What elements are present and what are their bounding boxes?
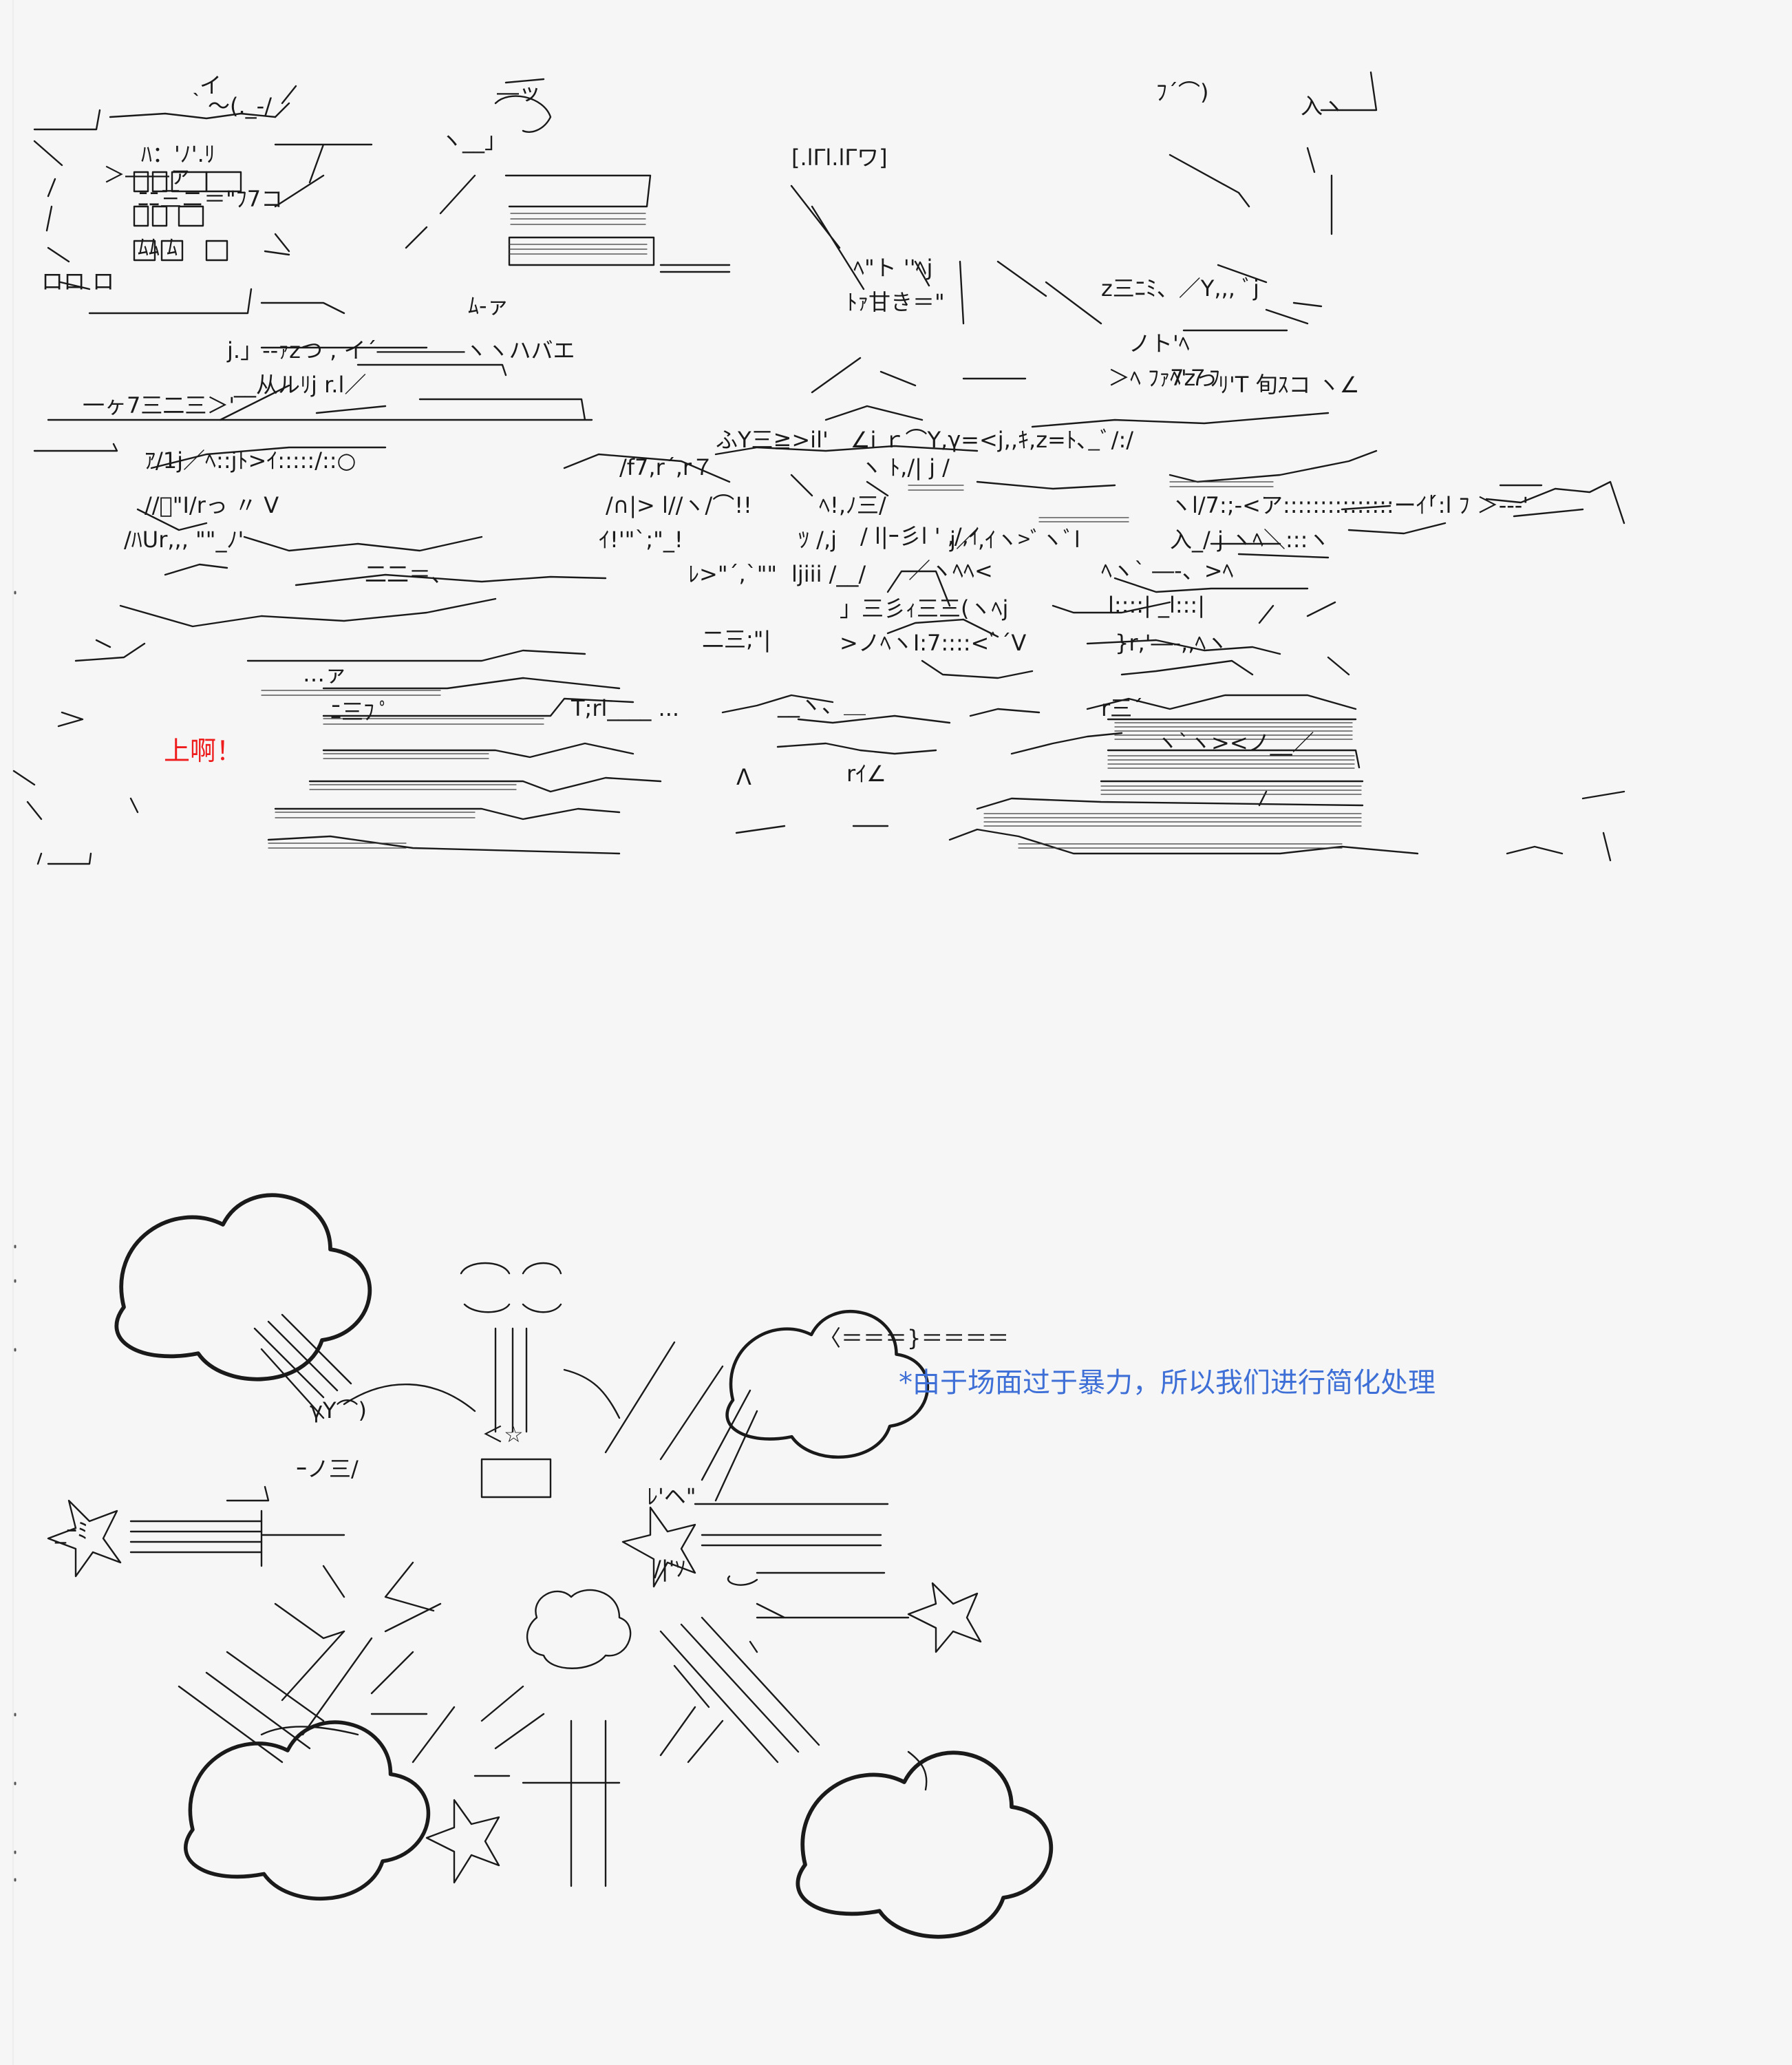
art-glyph-fragment: ﾍ"ト ''ﾍj xyxy=(853,255,932,281)
art-glyph-fragment: 二二＝、 xyxy=(365,561,453,587)
art-glyph-fragment: ﾑ-ァ xyxy=(468,293,509,319)
art-glyph-fragment: ＜☆ xyxy=(482,1421,524,1448)
art-glyph-fragment: ｰノ三/ xyxy=(296,1456,359,1482)
fight-glyphs: ｰノ三/ 〈＝＝＝}＝＝＝＝ γY⌒) ＜☆ ﾚ'ヘ" _ｰﾐ /|'ｿ xyxy=(54,1325,1009,1582)
crowd-lines xyxy=(12,78,731,865)
art-glyph-fragment: /|'ｿ xyxy=(654,1556,685,1582)
cloud-bottom-left xyxy=(186,1722,429,1898)
art-glyph-fragment: Λ xyxy=(736,764,751,790)
art-glyph-fragment: rｲ∠ xyxy=(846,761,886,787)
art-glyph-fragment: T;rl____ ... xyxy=(570,695,679,721)
crowd-scene: イ｀～(._-/ ―ッ ﾌ´⌒) 入ヽヽ__」 ＞――ァﾊ：'ﾉ'.ﾘ [.lΓl.lΓワ… xyxy=(12,71,1625,865)
art-glyph-fragment: //ﾞ"I/rっ 〃 V xyxy=(145,492,279,518)
art-glyph-fragment: ノト'ﾍ xyxy=(1129,330,1190,357)
cloud-top-left xyxy=(116,1195,370,1379)
art-glyph-fragment: イ xyxy=(200,72,222,98)
simplification-note: *由于场面过于暴力，所以我们进行简化处理 xyxy=(899,1367,1436,1399)
art-glyph-fragment: [.lΓl.lΓワ] xyxy=(791,145,888,171)
speed-lines-ul xyxy=(253,1313,352,1419)
art-glyph-fragment: l::::| _l:::| xyxy=(1108,592,1205,618)
art-glyph-fragment: / l|ｰ彡l ' ,/,ｲ xyxy=(860,523,980,549)
crowd-glyphs: イ｀～(._-/ ―ッ ﾌ´⌒) 入ヽヽ__」 ＞――ァﾊ：'ﾉ'.ﾘ [.lΓl.lΓワ… xyxy=(41,72,1528,790)
art-glyph-fragment: /∩|> l//ヽ/⌒!! xyxy=(606,492,752,518)
art-glyph-fragment: /ﾊUr,,, ""_ﾉ' xyxy=(124,527,244,553)
art-glyph-fragment: ﾍヽ` ―-、>ﾍ xyxy=(1101,558,1234,584)
art-glyph-fragment: ﾑﾑ ﾑ xyxy=(138,234,178,260)
art-glyph-fragment: ヽ`ヽ><ノ__／ xyxy=(1156,730,1314,756)
art-glyph-fragment: ﾘ'T 旬ｽコ ヽ∠ xyxy=(1218,372,1359,398)
star-right-1 xyxy=(621,1503,889,1588)
art-glyph-fragment: }r,'―-,,ﾍヽ xyxy=(1115,630,1228,656)
art-glyph-fragment: ヽ__」 xyxy=(440,127,506,153)
art-glyph-fragment: ﾂ /,j xyxy=(798,527,837,553)
speed-lines-ur xyxy=(604,1341,758,1502)
art-glyph-fragment: ｲ!'"`;"_! xyxy=(599,527,683,553)
art-glyph-fragment: ﾍ!,ﾉ三/ xyxy=(819,492,886,518)
art-glyph-fragment: ヽl/7:;-<ア:::::::::::::::ーｲ´:l ﾌ ＞--‐' xyxy=(1170,492,1528,518)
star-right-2 xyxy=(756,1582,982,1653)
shout-caption: 上啊！ xyxy=(164,736,243,766)
left-building xyxy=(33,85,373,315)
art-glyph-fragment: ﾄｧ甘き＝" xyxy=(846,289,945,315)
art-glyph-fragment: ＞ﾍ ﾌｧ7zっ xyxy=(1108,365,1217,391)
art-glyph-fragment: ﾊ：'ﾉ'.ﾘ xyxy=(141,141,215,167)
art-glyph-fragment: …ァ xyxy=(303,661,347,687)
crowd-shading xyxy=(261,213,1362,849)
art-glyph-fragment: 〈＝＝＝}＝＝＝＝ xyxy=(819,1325,1009,1351)
star-bottom xyxy=(425,1799,500,1884)
art-glyph-fragment: γY⌒) xyxy=(310,1397,367,1423)
art-glyph-fragment: ｀～(._-/ xyxy=(186,92,272,119)
cloud-bottom-right xyxy=(798,1752,1051,1936)
art-glyph-fragment: r三´ xyxy=(1101,695,1143,721)
art-glyph-fragment: j／,ｲヽ>ﾞヽﾞl xyxy=(949,527,1080,553)
art-glyph-fragment: ﾚ'ヘ" xyxy=(647,1483,696,1510)
art-glyph-fragment: ふY三≧>il' ∠i ｒ⌒Y,γ=<j,,ｷ,z=ﾄ､_ﾞ/:/ xyxy=(716,427,1133,453)
art-glyph-fragment: 」三彡ｨ三三(ヽﾍj xyxy=(840,595,1008,622)
art-glyph-fragment: ロロ ロ xyxy=(41,268,114,295)
right-crowd-lines xyxy=(714,71,1625,862)
art-glyph-fragment: __ヽ、＿ xyxy=(777,692,866,718)
art-glyph-fragment: /f7,r´,r７ xyxy=(619,454,714,480)
art-glyph-fragment: ｱ/1j／ﾍ::jﾄ>ｲ:::::/::○ xyxy=(145,447,356,474)
art-glyph-fragment: ﾌ´⌒) xyxy=(1156,79,1209,105)
art-glyph-fragment: 二三;"| xyxy=(702,626,771,653)
speed-lines-ll xyxy=(178,1630,456,1764)
art-glyph-fragment: _ｰﾐ xyxy=(54,1518,88,1544)
art-glyph-fragment: ljiii /__/ xyxy=(791,561,866,587)
art-glyph-fragment: ﾍ'７ﾌ xyxy=(1170,365,1220,391)
page-edge-line xyxy=(12,0,14,2065)
center-pillar xyxy=(494,1327,528,1433)
top-center-cap xyxy=(460,1262,562,1313)
art-glyph-fragment: __从ルﾘj r.l／ xyxy=(233,372,366,398)
speed-lines-lr xyxy=(659,1616,820,1764)
art-glyph-fragment: ﾆﾆ三ニ＝"ﾌ7コ xyxy=(138,186,283,212)
art-glyph-fragment: ﾚ>"´,`"" xyxy=(688,561,777,587)
art-glyph-fragment: ／ヽﾍﾍ< xyxy=(908,558,993,584)
art-glyph-fragment: 一ヶ7三二三＞' xyxy=(83,392,235,419)
art-glyph-fragment: ﾆ三ﾌ ﾟ xyxy=(330,699,390,725)
star-left xyxy=(47,1485,345,1578)
art-glyph-fragment: 入ヽ xyxy=(1301,93,1345,119)
fight-cloud-scene xyxy=(47,1195,1051,1936)
art-glyph-fragment: j.」--ｧzつ , イ´――――ヽヽハバエ xyxy=(226,337,575,363)
art-glyph-fragment: ―ッ xyxy=(497,79,541,105)
art-glyph-fragment: ＞――ァ xyxy=(103,162,191,188)
swoosh-line xyxy=(343,1368,621,1419)
art-glyph-fragment: ヽ ﾄ,/| j / xyxy=(860,454,950,480)
art-glyph-fragment: 入_/ j ヽﾍ＼:::ヽ xyxy=(1170,527,1330,553)
art-glyph-fragment: >ノﾍヽI:7::::<ﾞ´V xyxy=(840,630,1026,656)
art-glyph-fragment: z三ﾆﾐ、／Y,,, ﾞj xyxy=(1101,275,1259,301)
center-puff xyxy=(526,1589,632,1669)
